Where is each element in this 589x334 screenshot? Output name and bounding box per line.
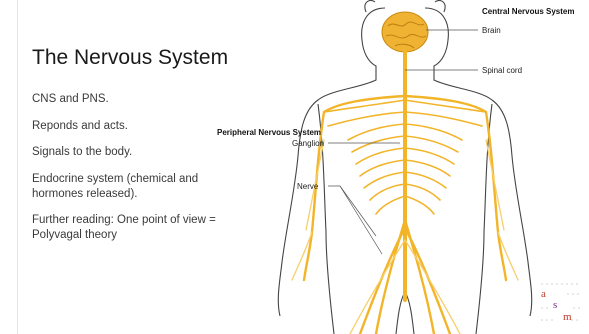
nerve-network	[292, 50, 518, 334]
logo-letter-m: m	[563, 311, 572, 323]
nerve-label: Nerve	[297, 182, 319, 191]
asm-logo: a s m	[538, 280, 584, 326]
brain-label: Brain	[482, 26, 501, 35]
nervous-system-diagram: Central Nervous System Brain Spinal cord…	[200, 0, 589, 334]
peripheral-nervous-system-label: Peripheral Nervous System	[217, 128, 321, 137]
slide-title: The Nervous System	[32, 46, 228, 70]
central-nervous-system-label: Central Nervous System	[482, 7, 574, 16]
logo-letter-a: a	[541, 288, 546, 300]
ganglion-label: Ganglion	[292, 139, 324, 148]
slide-border	[17, 0, 18, 334]
spinal-cord-label: Spinal cord	[482, 66, 522, 75]
logo-dots	[541, 283, 580, 321]
logo-letter-s: s	[553, 299, 557, 311]
brain-illustration	[382, 12, 428, 52]
